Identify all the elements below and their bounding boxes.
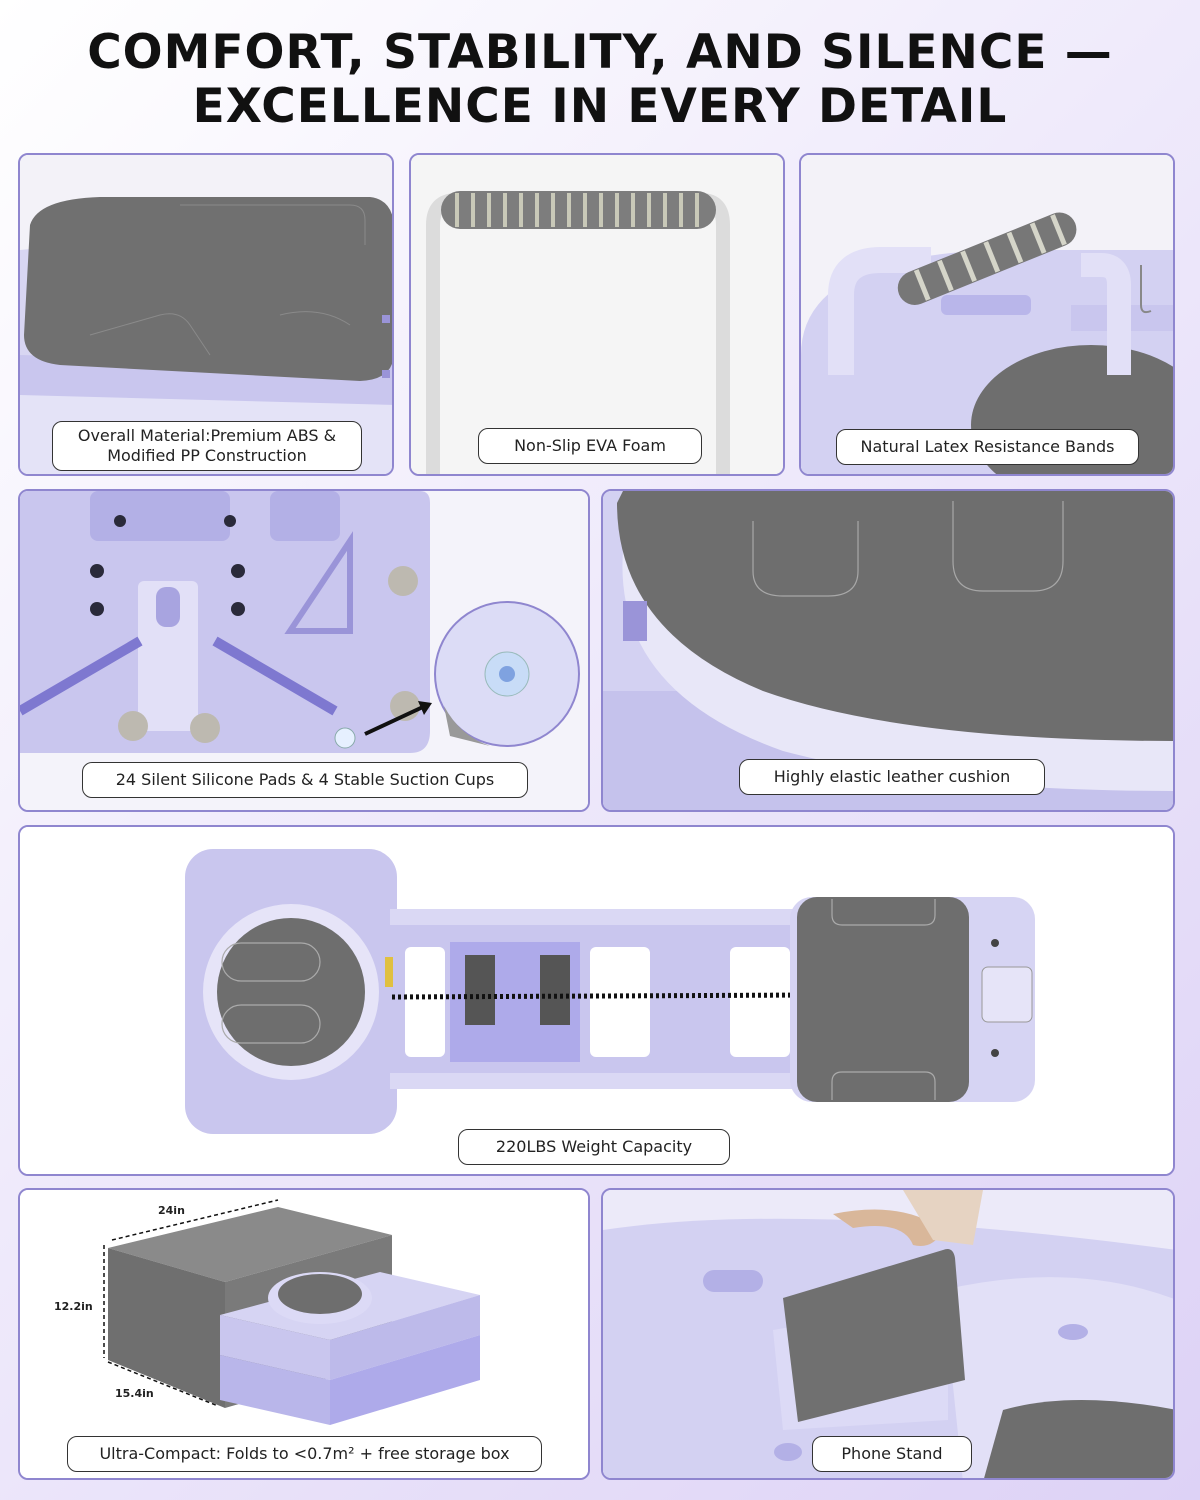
panel-cushion: Highly elastic leather cushion	[601, 489, 1175, 812]
headline: COMFORT, STABILITY, AND SILENCE — EXCELL…	[0, 26, 1200, 134]
handle-foam-illustration	[411, 155, 783, 474]
dimension-width-label: 24in	[158, 1204, 185, 1217]
panel-compact: 24in 12.2in 15.4in Ultra-Compact: Folds …	[18, 1188, 590, 1480]
folded-storage-box-illustration	[20, 1190, 588, 1478]
headline-line-1: COMFORT, STABILITY, AND SILENCE —	[87, 25, 1113, 80]
panel-phone: Phone Stand	[601, 1188, 1175, 1480]
machine-top-view-illustration	[20, 827, 1173, 1174]
headline-line-2: EXCELLENCE IN EVERY DETAIL	[192, 79, 1008, 134]
panel-material: Overall Material:Premium ABS & Modified …	[18, 153, 394, 476]
panel-bands: Natural Latex Resistance Bands	[799, 153, 1175, 476]
dimension-depth-label: 15.4in	[115, 1387, 154, 1400]
caption-cushion: Highly elastic leather cushion	[739, 759, 1045, 795]
panel-pads: 24 Silent Silicone Pads & 4 Stable Sucti…	[18, 489, 590, 812]
panel-foam: Non-Slip EVA Foam	[409, 153, 785, 476]
caption-bands: Natural Latex Resistance Bands	[836, 429, 1139, 465]
dimension-height-label: 12.2in	[54, 1300, 93, 1313]
leather-cushion-illustration	[603, 491, 1173, 810]
caption-material: Overall Material:Premium ABS & Modified …	[52, 421, 362, 471]
machine-corner-illustration	[20, 155, 392, 474]
panel-capacity: 220LBS Weight Capacity	[18, 825, 1175, 1176]
caption-material-line-2: Modified PP Construction	[107, 446, 307, 465]
machine-underside-illustration	[20, 491, 588, 810]
caption-material-line-1: Overall Material:Premium ABS &	[77, 426, 337, 445]
caption-capacity: 220LBS Weight Capacity	[458, 1129, 730, 1165]
caption-pads: 24 Silent Silicone Pads & 4 Stable Sucti…	[82, 762, 528, 798]
resistance-bands-illustration	[801, 155, 1173, 474]
phone-stand-illustration	[603, 1190, 1173, 1478]
caption-compact: Ultra-Compact: Folds to <0.7m² + free st…	[67, 1436, 542, 1472]
caption-phone: Phone Stand	[812, 1436, 972, 1472]
caption-foam: Non-Slip EVA Foam	[478, 428, 702, 464]
